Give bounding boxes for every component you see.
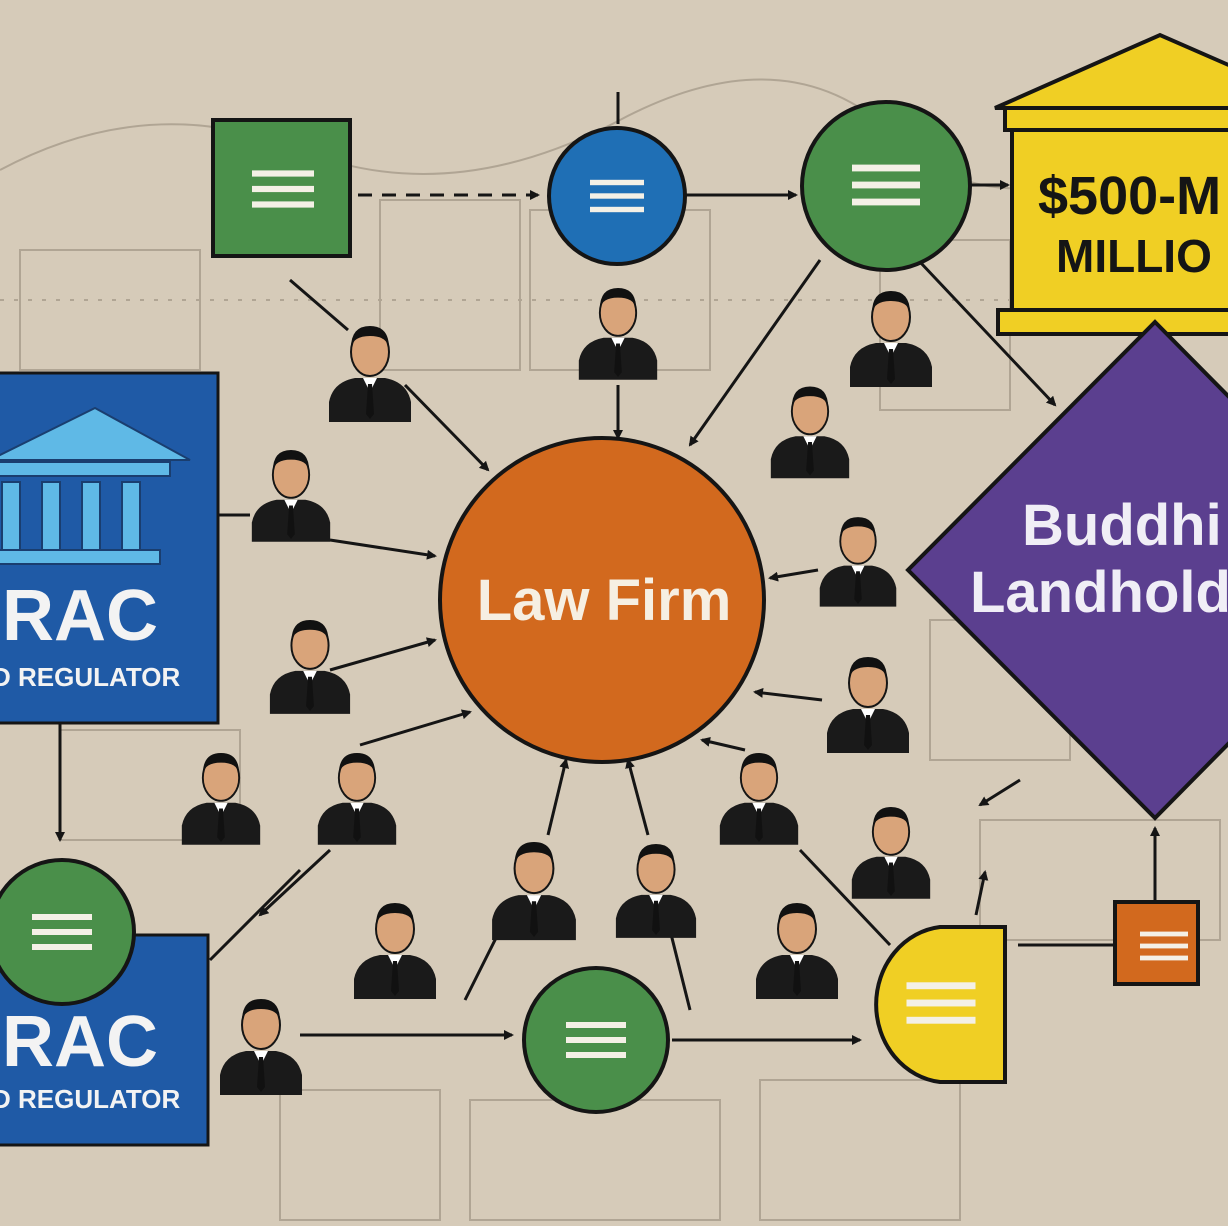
person-icon (218, 997, 304, 1097)
arrow-green-circle-to-law-firm (688, 259, 822, 447)
arrow-person-to-law-firm-4 (359, 709, 472, 747)
arrow-person-to-law-firm-7 (700, 736, 746, 752)
menu-icon (252, 170, 314, 208)
regulator-bottom-title: RAC (2, 1002, 158, 1082)
person-icon (316, 751, 398, 846)
line-person-to-bottom (668, 929, 692, 1011)
fund-unit-label: MILLIO (1056, 230, 1212, 282)
yellow-node[interactable] (874, 925, 1007, 1084)
line-green-square-to-person (289, 278, 349, 332)
person-icon (327, 324, 413, 424)
green-circle-left-node[interactable] (0, 858, 136, 1006)
menu-icon (1140, 931, 1188, 961)
person-icon (250, 448, 332, 543)
person-icon (718, 751, 800, 846)
arrow-person-to-law-firm-1 (403, 383, 490, 472)
menu-icon (852, 164, 920, 206)
person-icon (491, 840, 577, 942)
regulator-top-title: RAC (2, 576, 158, 656)
arrow-person-to-law-firm-3 (329, 637, 437, 672)
landholder-line1: Buddhi (1022, 493, 1222, 558)
menu-icon (590, 179, 644, 213)
menu-icon (566, 1022, 626, 1058)
landholder-node[interactable]: Buddhi Landhold (905, 319, 1228, 821)
arrow-person-to-lower-left (258, 848, 332, 917)
person-icon (850, 805, 932, 900)
arrow-person-to-law-firm-5 (546, 758, 569, 836)
arrow-person-to-law-firm-9 (768, 568, 819, 582)
landholder-line2: Landhold (970, 560, 1228, 625)
regulator-top-subtitle: D REGULATOR (0, 662, 180, 692)
person-icon (769, 385, 851, 480)
fund-node[interactable]: $500-M MILLIO (994, 32, 1228, 336)
connectors (55, 92, 1160, 1045)
green-square-node[interactable] (211, 118, 352, 258)
line-regulator-bottom-to-person (208, 868, 302, 962)
fund-amount-label: $500-M (1038, 166, 1221, 226)
regulator-bottom-subtitle: D REGULATOR (0, 1084, 180, 1114)
person-icon (818, 516, 898, 608)
arrow-person-to-law-firm-6 (625, 758, 650, 836)
green-circle-top-node[interactable] (800, 100, 972, 272)
arrow-green-circle-to-landholder (918, 260, 1057, 407)
menu-icon (32, 914, 92, 950)
bank-building-icon (0, 406, 191, 565)
person-icon (754, 901, 840, 1001)
menu-icon (906, 982, 976, 1024)
arrow-person-to-law-firm-8 (753, 687, 823, 702)
person-icon (352, 901, 438, 1001)
arrow-person-to-law-firm-2 (329, 538, 437, 560)
person-icon (180, 751, 262, 846)
arrow-yellow-up (974, 870, 989, 916)
person-icon (848, 289, 934, 389)
orange-square-node[interactable] (1113, 900, 1200, 986)
person-icon (614, 842, 698, 939)
blue-circle-node[interactable] (547, 126, 687, 266)
green-circle-bottom-node[interactable] (522, 966, 670, 1114)
regulator-top-node[interactable]: RAC D REGULATOR (0, 371, 220, 725)
person-icon (577, 287, 659, 381)
line-person-to-yellow (798, 848, 892, 947)
person-icon (825, 655, 911, 755)
law-firm-node[interactable]: Law Firm (438, 436, 766, 764)
law-firm-label: Law Firm (477, 568, 732, 633)
arrow-landholder-to-person (978, 778, 1021, 807)
